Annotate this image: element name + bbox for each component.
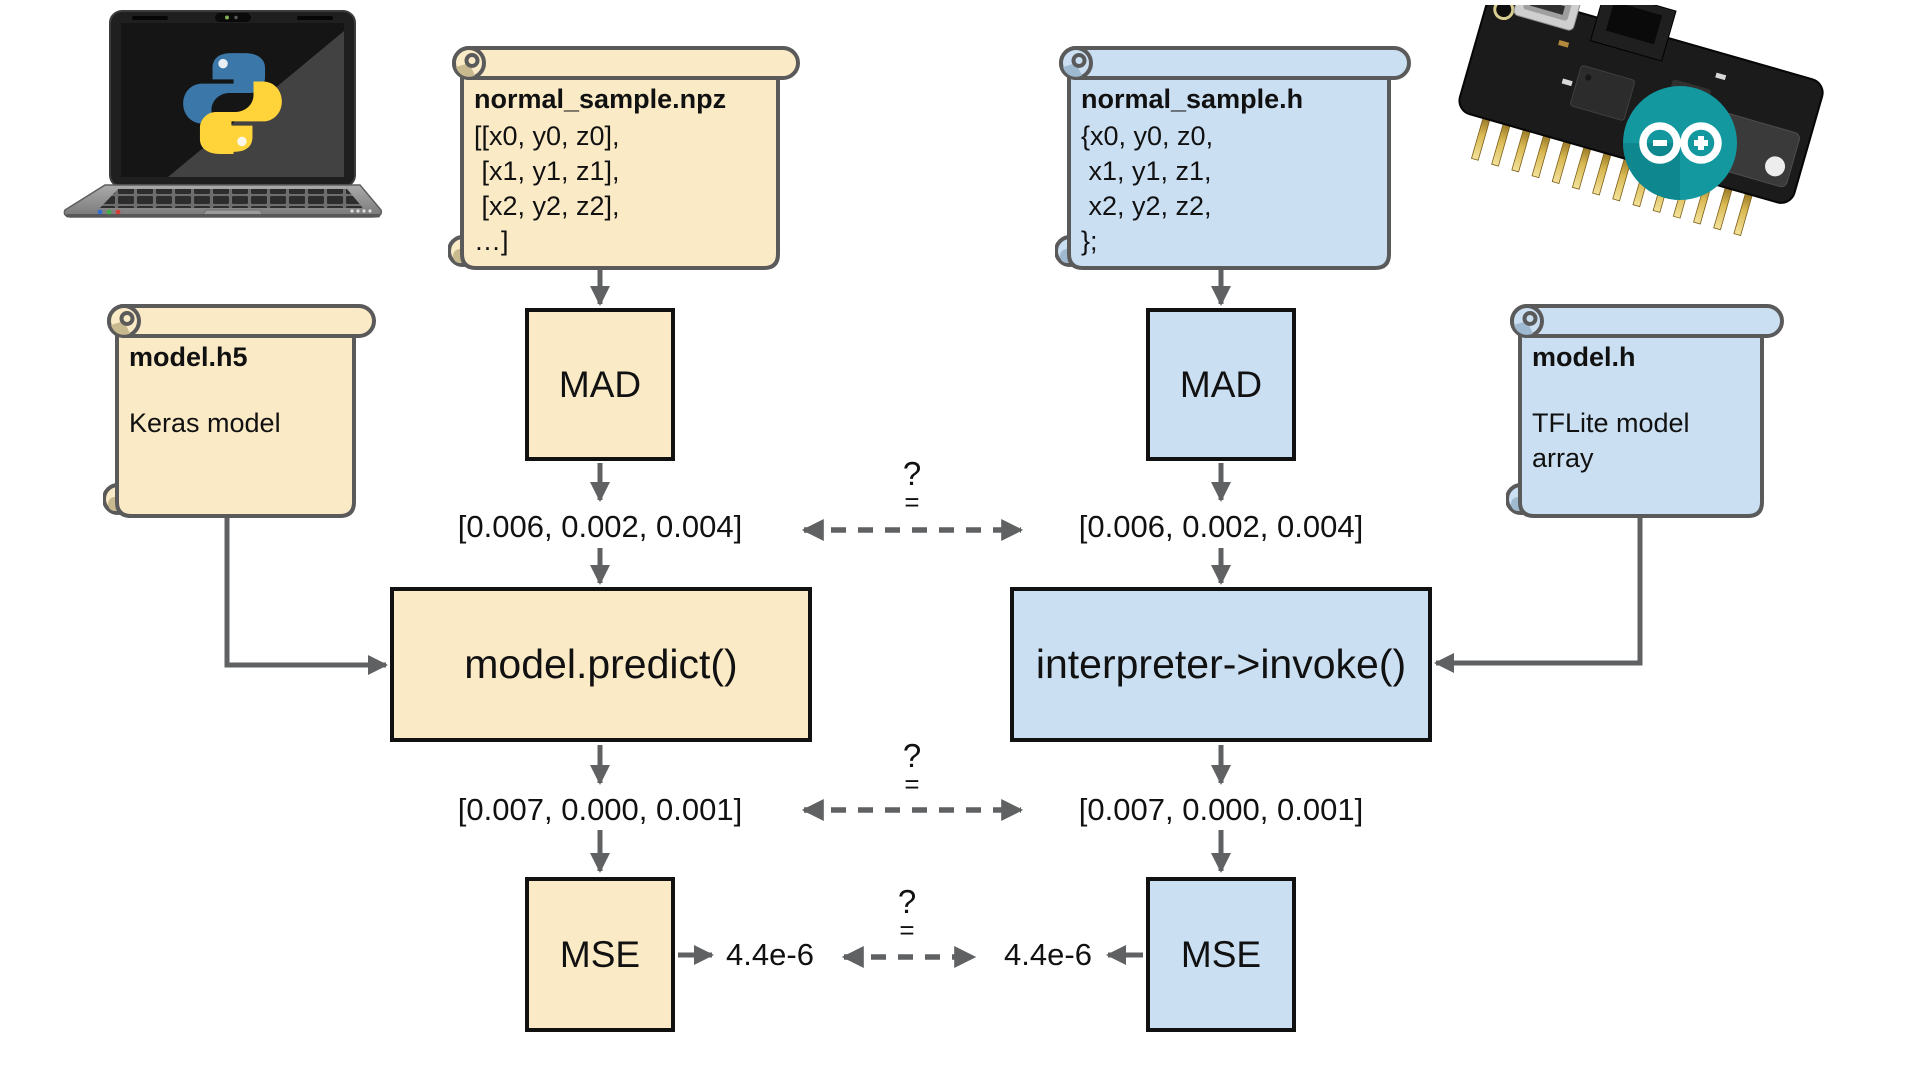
comparator-model-output: ? = bbox=[867, 737, 957, 799]
scroll-normal-sample-h: normal_sample.h {x0, y0, z0, x1, y1, z1,… bbox=[1055, 42, 1415, 274]
python-logo bbox=[183, 53, 282, 154]
scroll-line: TFLite model bbox=[1532, 408, 1690, 438]
mad-box-left-label: MAD bbox=[558, 363, 642, 405]
python-laptop-illustration bbox=[60, 5, 385, 219]
scroll-line: [[x0, y0, z0], bbox=[474, 121, 620, 151]
scroll-shape bbox=[103, 304, 376, 518]
equals-sign: = bbox=[904, 769, 920, 799]
model-predict-label: model.predict() bbox=[464, 641, 738, 687]
mad-output-right: [0.006, 0.002, 0.004] bbox=[1078, 509, 1364, 544]
mse-value-left: 4.4e-6 bbox=[726, 937, 814, 972]
question-mark: ? bbox=[902, 737, 922, 774]
laptop-icon bbox=[63, 10, 383, 218]
scroll-line: x1, y1, z1, bbox=[1081, 156, 1212, 186]
scroll-model-h: model.h TFLite model array bbox=[1506, 300, 1788, 522]
scroll-line: Keras model bbox=[129, 408, 281, 438]
interpreter-invoke-label: interpreter->invoke() bbox=[1035, 641, 1407, 687]
arrow-modelh-to-invoke bbox=[1433, 518, 1643, 673]
scroll-normal-sample-npz: normal_sample.npz [[x0, y0, z0], [x1, y1… bbox=[448, 42, 804, 274]
invoke-output: [0.007, 0.000, 0.001] bbox=[1078, 792, 1364, 827]
question-mark: ? bbox=[897, 883, 917, 920]
scroll-shape bbox=[1055, 46, 1411, 270]
scroll-title: model.h5 bbox=[129, 342, 248, 372]
comparator-mse: ? = bbox=[862, 883, 952, 945]
arrow-modelh5-to-predict bbox=[224, 518, 389, 675]
laptop-keyboard bbox=[100, 189, 363, 208]
mse-box-left-label: MSE bbox=[559, 933, 641, 975]
question-mark: ? bbox=[902, 455, 922, 492]
scroll-line: [x1, y1, z1], bbox=[474, 156, 620, 186]
scroll-shape bbox=[448, 46, 800, 270]
scroll-title: normal_sample.h bbox=[1081, 84, 1304, 114]
mount-hole-right bbox=[1765, 156, 1786, 177]
comparator-mad: ? = bbox=[867, 455, 957, 517]
mad-box-right-label: MAD bbox=[1179, 363, 1263, 405]
mse-box-right-label: MSE bbox=[1180, 933, 1262, 975]
scroll-shape bbox=[1506, 304, 1784, 518]
scroll-line: x2, y2, z2, bbox=[1081, 191, 1212, 221]
equals-sign: = bbox=[904, 487, 920, 517]
mse-box-left: MSE bbox=[525, 877, 675, 1032]
scroll-title: normal_sample.npz bbox=[474, 84, 727, 114]
scroll-line: [x2, y2, z2], bbox=[474, 191, 620, 221]
mse-box-right: MSE bbox=[1146, 877, 1296, 1032]
arduino-board-icon bbox=[1458, 0, 1824, 237]
predict-output: [0.007, 0.000, 0.001] bbox=[457, 792, 743, 827]
webcam bbox=[215, 13, 251, 22]
model-predict-box: model.predict() bbox=[390, 587, 812, 742]
scroll-line: …] bbox=[474, 226, 509, 256]
interpreter-invoke-box: interpreter->invoke() bbox=[1010, 587, 1432, 742]
mse-value-right: 4.4e-6 bbox=[1004, 937, 1092, 972]
scroll-model-h5: model.h5 Keras model bbox=[103, 300, 380, 522]
mad-box-left: MAD bbox=[525, 308, 675, 461]
mad-box-right: MAD bbox=[1146, 308, 1296, 461]
scroll-line: {x0, y0, z0, bbox=[1081, 121, 1214, 151]
scroll-line: }; bbox=[1081, 226, 1098, 256]
arduino-logo bbox=[1623, 86, 1737, 200]
equals-sign: = bbox=[899, 915, 915, 945]
scroll-title: model.h bbox=[1532, 342, 1636, 372]
mad-output-left: [0.006, 0.002, 0.004] bbox=[457, 509, 743, 544]
scroll-line: array bbox=[1532, 443, 1594, 473]
arduino-board-illustration bbox=[1455, 0, 1865, 260]
